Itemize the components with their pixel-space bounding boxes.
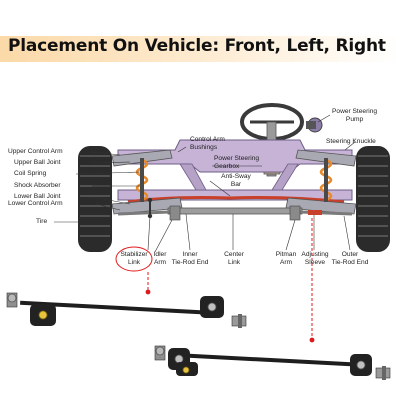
power-steering-pump xyxy=(306,117,323,133)
label-anti-sway-bar: Anti-Sway Bar xyxy=(221,173,251,188)
anti-sway-bar xyxy=(127,196,345,204)
label-coil-spring: Coil Spring xyxy=(14,170,47,177)
label-steering-knuckle: Steering Knuckle xyxy=(326,138,376,145)
label-stabilizer-link: Stabilizer Link xyxy=(120,251,148,266)
label-power-steering-pump: Power Steering Pump xyxy=(332,108,378,123)
label-idler-arm: Idler Arm xyxy=(153,251,167,266)
page-title: Placement On Vehicle: Front, Left, Right xyxy=(8,36,386,56)
label-inner-tie-rod-end: Inner Tie-Rod End xyxy=(171,251,209,266)
shock-absorbers xyxy=(140,158,328,202)
label-tire: Tire xyxy=(36,218,48,225)
title-banner xyxy=(0,36,400,62)
label-center-link: Center Link xyxy=(224,251,244,266)
vehicle-frame xyxy=(117,139,353,201)
stabilizer-highlight xyxy=(115,218,315,343)
left-tire xyxy=(78,146,112,252)
adjusting-sleeve xyxy=(308,210,322,215)
idler-arm xyxy=(169,205,181,221)
leader-lines xyxy=(54,114,356,253)
label-pitman-arm: Pitman Arm xyxy=(275,251,297,266)
center-link xyxy=(167,207,303,215)
label-lower-control-arm: Lower Control Arm xyxy=(8,200,63,207)
pitman-arm xyxy=(289,205,301,221)
label-power-steering-gearbox: Power Steering Gearbox xyxy=(214,155,260,170)
label-outer-tie-rod-end: Outer Tie-Rod End xyxy=(331,251,369,266)
label-upper-ball-joint: Upper Ball Joint xyxy=(14,159,61,166)
label-lower-ball-joint: Lower Ball Joint xyxy=(14,193,61,200)
label-adjusting-sleeve: Adjusting Sleeve xyxy=(301,251,329,266)
label-upper-control-arm: Upper Control Arm xyxy=(8,148,63,155)
right-tire xyxy=(356,146,390,252)
stabilizer-link-product-1 xyxy=(6,292,247,328)
label-control-arm-bushings: Control Arm Bushings xyxy=(190,136,225,151)
label-shock-absorber: Shock Absorber xyxy=(14,182,61,189)
stabilizer-link-product-2 xyxy=(154,345,391,380)
